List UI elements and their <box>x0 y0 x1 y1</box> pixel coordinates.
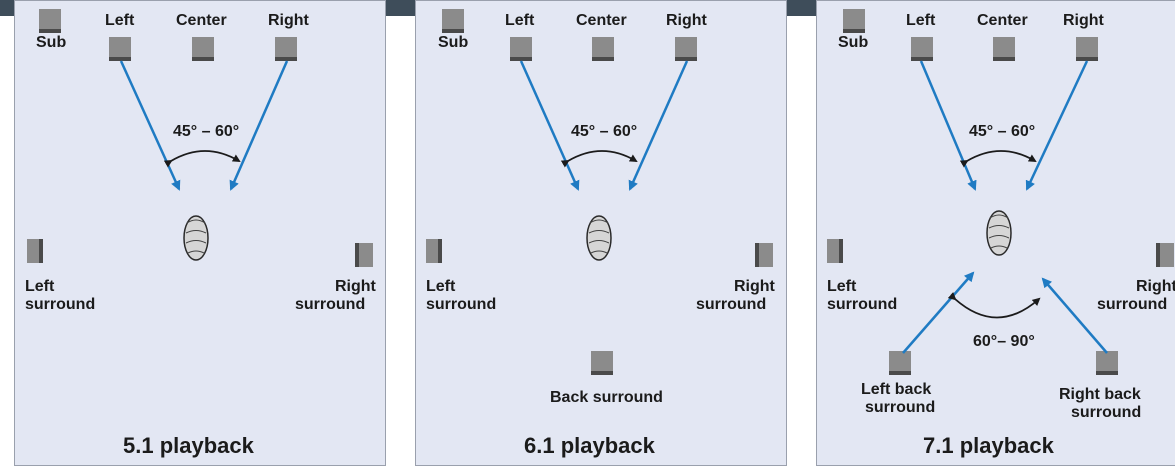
label-center: Center <box>176 12 227 29</box>
speaker-left-surround <box>827 239 843 263</box>
angle-arc-front <box>959 150 1037 168</box>
speaker-right <box>1076 37 1098 61</box>
label-left-surround-line1: Left <box>25 278 55 295</box>
label-left-surround-line1: Left <box>426 278 456 295</box>
label-right: Right <box>1063 12 1104 29</box>
label-right-surround-line2: surround <box>295 296 366 313</box>
panel-7-1: Sub Left Center Right 45° – 60° Left sur… <box>816 0 1175 466</box>
label-left-back-surround-line1: Left back <box>861 381 932 398</box>
label-right-surround-line2: surround <box>696 296 767 313</box>
panel-title: 7.1 playback <box>923 433 1054 458</box>
speaker-center <box>993 37 1015 61</box>
speaker-sub <box>843 9 865 33</box>
label-right: Right <box>666 12 707 29</box>
label-right: Right <box>268 12 309 29</box>
label-right-back-surround-line1: Right back <box>1059 386 1141 403</box>
arrow-left-to-listener <box>519 60 580 191</box>
speaker-left-surround <box>426 239 442 263</box>
arrow-right-back-to-listener <box>1041 277 1108 354</box>
label-back-surround: Back surround <box>550 389 663 406</box>
speaker-center <box>592 37 614 61</box>
speaker-left <box>911 37 933 61</box>
arrow-left-to-listener <box>119 60 181 191</box>
speaker-right-surround <box>355 243 373 267</box>
label-left: Left <box>105 12 135 29</box>
arrow-right-to-listener <box>1025 60 1089 191</box>
label-left-surround-line2: surround <box>426 296 497 313</box>
label-sub: Sub <box>36 34 67 51</box>
label-left: Left <box>906 12 936 29</box>
arrow-left-to-listener <box>919 60 977 191</box>
listener-head <box>986 210 1012 256</box>
label-right-surround-line1: Right <box>335 278 376 295</box>
arrow-right-to-listener <box>229 60 289 191</box>
speaker-right <box>675 37 697 61</box>
speaker-back-surround <box>591 351 613 375</box>
panel-title: 6.1 playback <box>524 433 655 458</box>
speaker-sub <box>442 9 464 33</box>
listener-head <box>183 215 209 261</box>
speaker-right-surround <box>755 243 773 267</box>
label-right-surround-line2: surround <box>1097 296 1168 313</box>
label-sub: Sub <box>838 34 869 51</box>
speaker-right <box>275 37 297 61</box>
panel-5-1: Sub Left Center Right 45° – 60° Left sur… <box>14 0 386 466</box>
panel-7-1-graphic <box>827 9 1174 375</box>
label-right-surround-line1: Right <box>1136 278 1175 295</box>
speaker-left <box>109 37 131 61</box>
label-left-back-surround-line2: surround <box>865 399 936 416</box>
speaker-sub <box>39 9 61 33</box>
label-sub: Sub <box>438 34 469 51</box>
label-center: Center <box>977 12 1028 29</box>
speaker-right-surround <box>1156 243 1174 267</box>
panel-6-1: Sub Left Center Right 45° – 60° Left sur… <box>415 0 787 466</box>
angle-arc-front <box>560 150 638 168</box>
speaker-left-back-surround <box>889 351 911 375</box>
label-left: Left <box>505 12 535 29</box>
angle-arc-front <box>163 150 241 168</box>
label-right-back-surround-line2: surround <box>1071 404 1142 421</box>
label-angle-front: 45° – 60° <box>173 123 240 140</box>
arrow-left-back-to-listener <box>902 271 975 354</box>
label-right-surround-line1: Right <box>734 278 775 295</box>
listener-head <box>586 215 612 261</box>
panel-5-1-graphic <box>27 9 373 267</box>
speaker-right-back-surround <box>1096 351 1118 375</box>
arrow-right-to-listener <box>628 60 689 191</box>
label-angle-back: 60°– 90° <box>973 333 1035 350</box>
speaker-left-surround <box>27 239 43 263</box>
speaker-left <box>510 37 532 61</box>
label-center: Center <box>576 12 627 29</box>
panel-6-1-graphic <box>426 9 773 375</box>
label-left-surround-line2: surround <box>827 296 898 313</box>
label-angle-front: 45° – 60° <box>571 123 638 140</box>
speaker-center <box>192 37 214 61</box>
panel-title: 5.1 playback <box>123 433 254 458</box>
angle-arc-back <box>947 292 1041 319</box>
label-left-surround-line2: surround <box>25 296 96 313</box>
label-left-surround-line1: Left <box>827 278 857 295</box>
label-angle-front: 45° – 60° <box>969 123 1036 140</box>
